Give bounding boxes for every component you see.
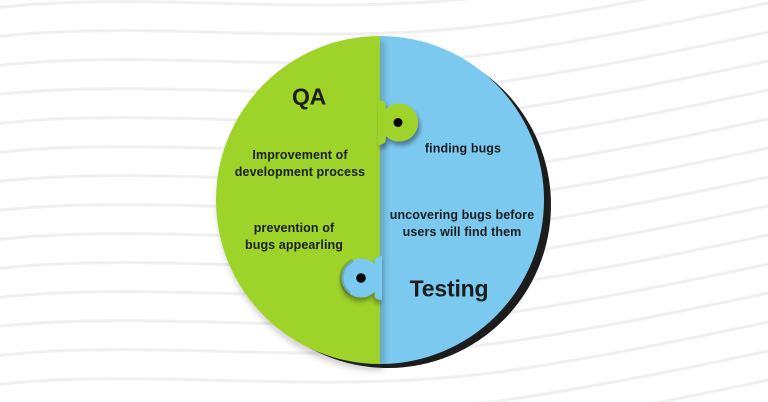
testing-half-shape — [380, 36, 544, 364]
testing-knob-shade — [339, 259, 354, 295]
qa-knob-dot — [393, 118, 403, 127]
qa-half-shape — [216, 36, 380, 364]
testing-knob-dot — [356, 273, 366, 283]
